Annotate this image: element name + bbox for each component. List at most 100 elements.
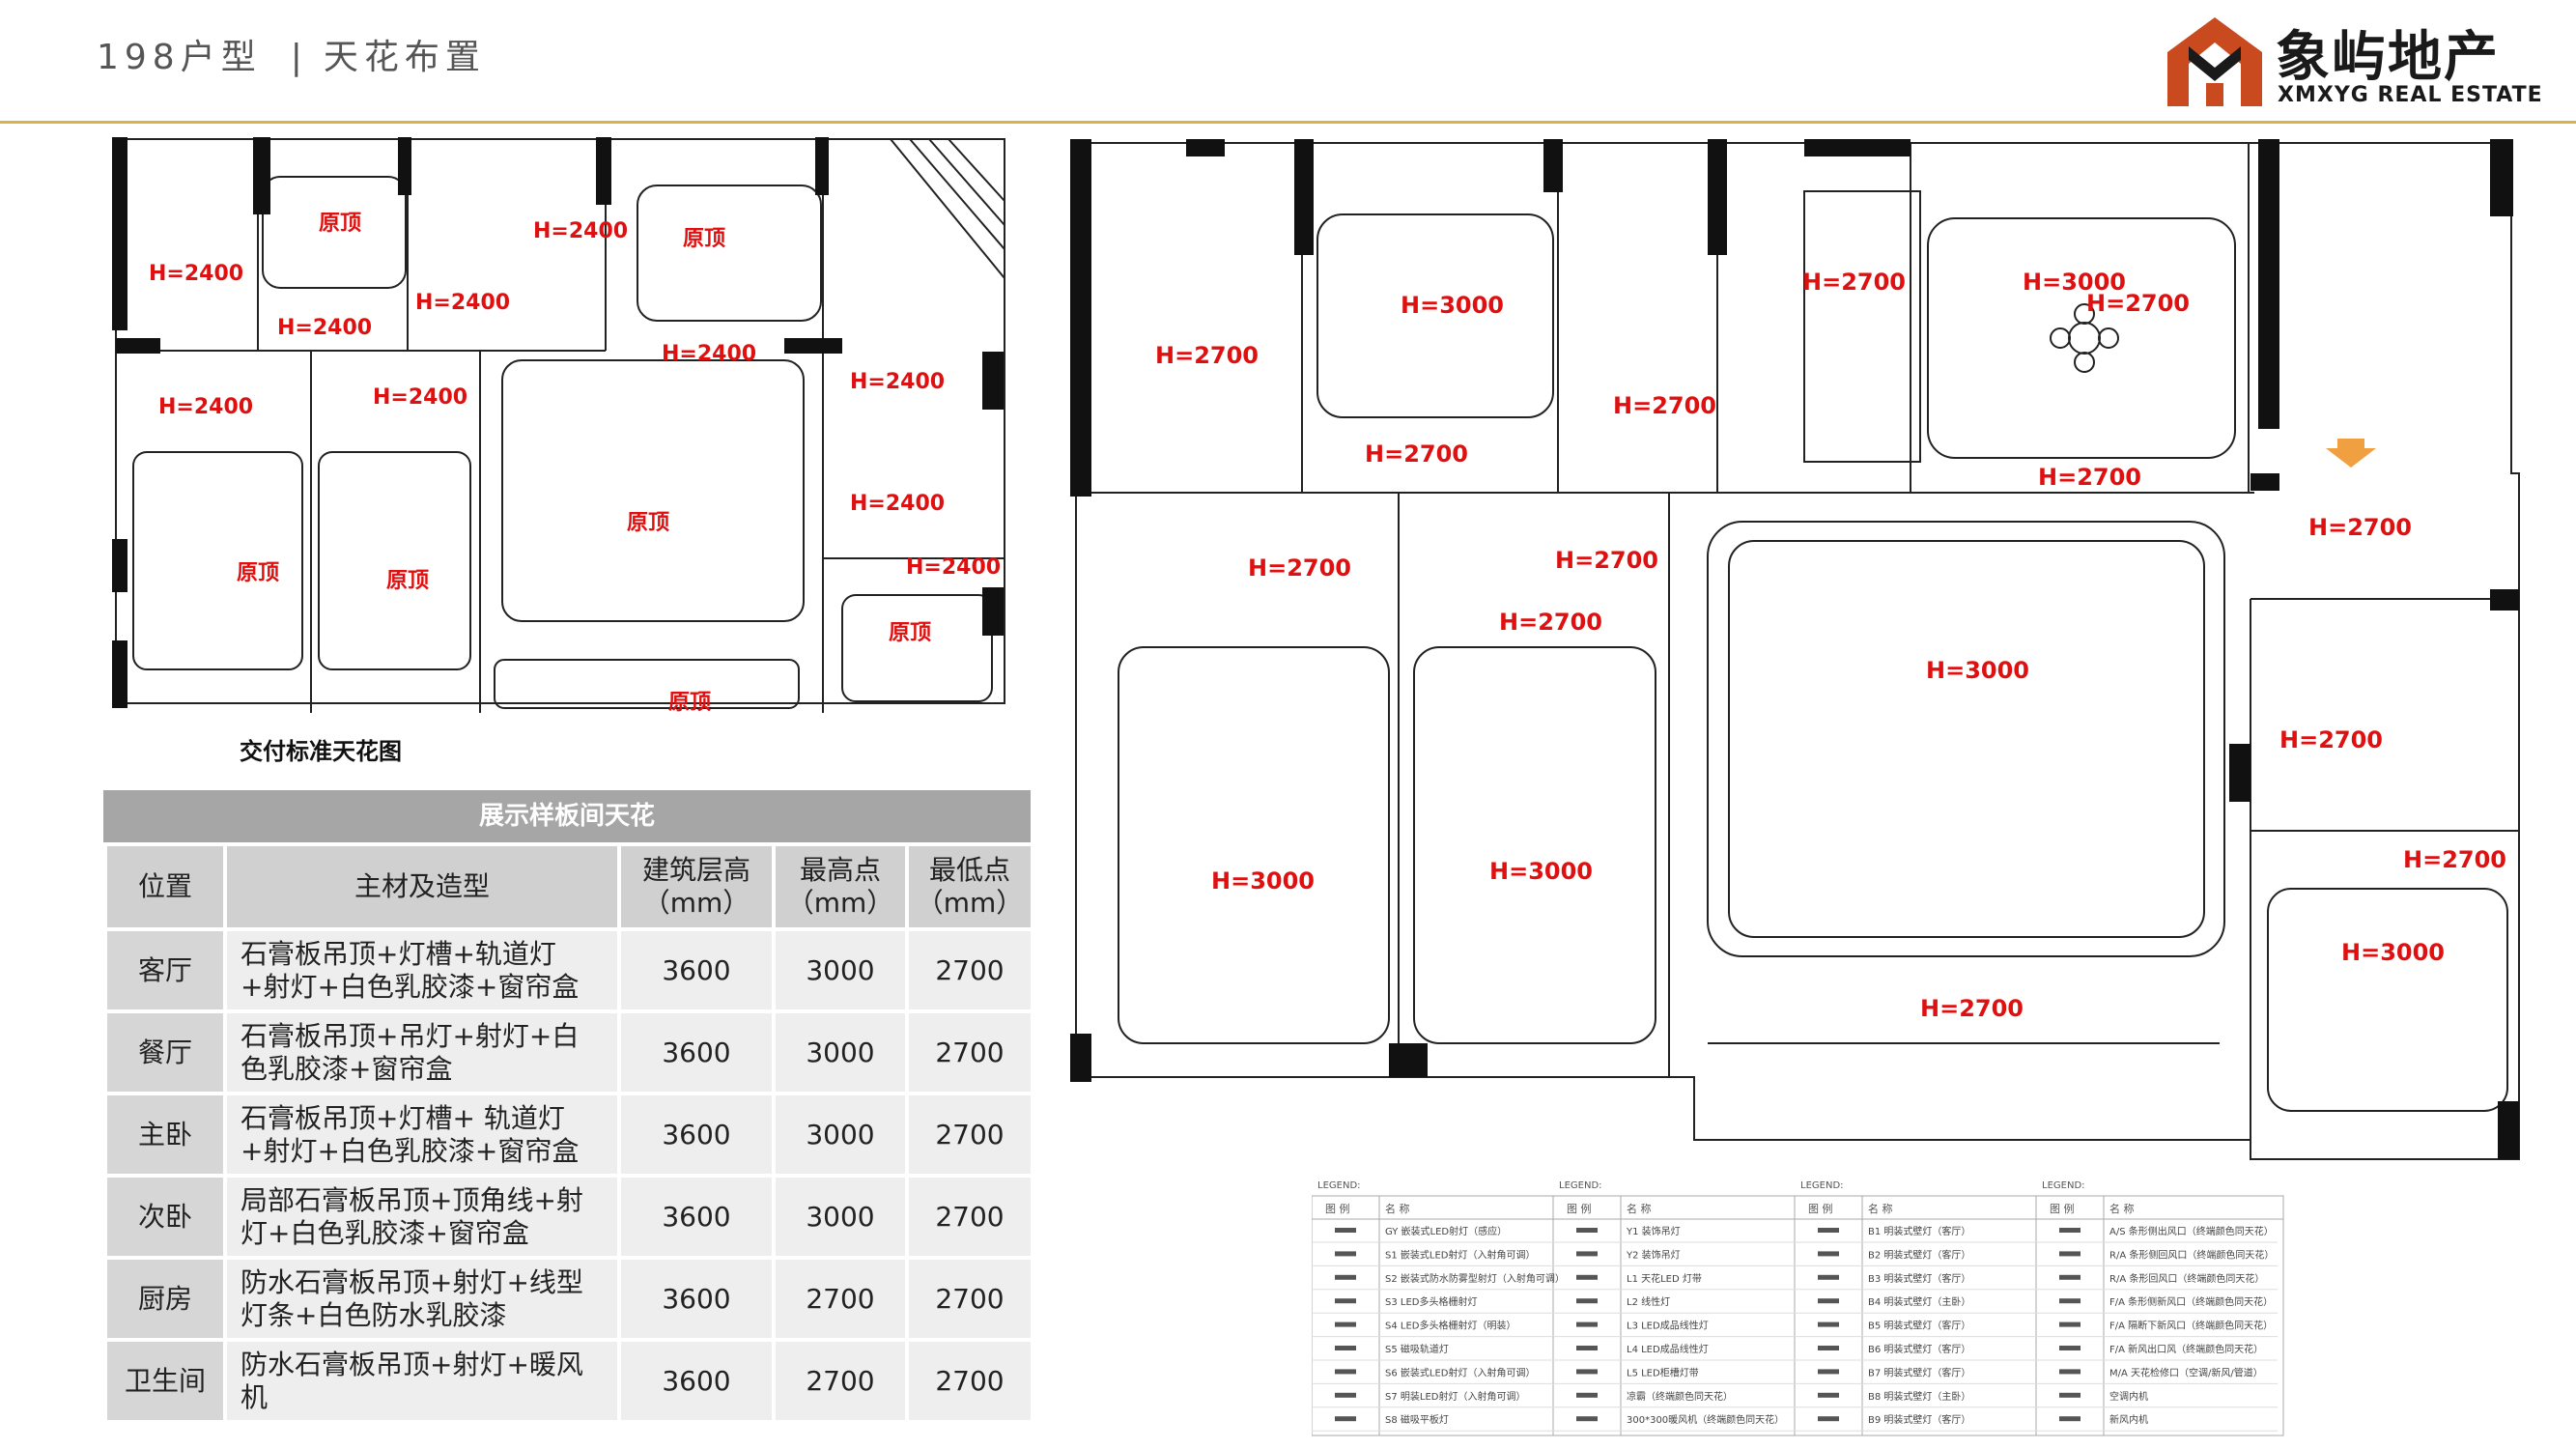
legend-symbol-icon <box>1576 1298 1598 1304</box>
logo-mark-icon <box>2167 17 2262 106</box>
legend-item: L2 线性灯 <box>1627 1295 1670 1308</box>
col-header-lowest: 最低点（mm） <box>905 842 1034 931</box>
row-highest: 3000 <box>772 1092 909 1178</box>
show-label-12: H=3000 <box>1926 657 2029 684</box>
title-separator: | <box>290 38 308 77</box>
legend-symbol-icon <box>2059 1228 2081 1233</box>
legend-header-symbol: 图 例 <box>1325 1202 1350 1215</box>
table-row: 客厅 石膏板吊顶+灯槽+轨道灯+射灯+白色乳胶漆+窗帘盒 3600 3000 2… <box>103 927 1034 1013</box>
show-label-14: H=3000 <box>1211 867 1315 895</box>
show-label-11: H=2700 <box>1499 609 1602 636</box>
row-floor-height: 3600 <box>617 1174 776 1260</box>
std-label-7: H=2400 <box>662 342 756 366</box>
std-label-2: 原顶 <box>319 212 361 236</box>
legend-item: GY 嵌装式LED射灯（感应） <box>1385 1225 1507 1237</box>
row-highest: 3000 <box>772 927 909 1013</box>
legend-symbol-icon <box>1335 1369 1356 1375</box>
legend-symbol-icon <box>1576 1228 1598 1233</box>
table-row: 餐厅 石膏板吊顶+吊灯+射灯+白色乳胶漆+窗帘盒 3600 3000 2700 <box>103 1009 1034 1095</box>
show-label-1: H=2700 <box>1155 342 1259 369</box>
legend-item: B8 明装式壁灯（主卧） <box>1868 1390 1970 1403</box>
legend-symbol-icon <box>1576 1346 1598 1350</box>
legend-symbol-icon <box>1335 1251 1356 1257</box>
legend-header-name: 名 称 <box>1385 1202 1410 1215</box>
logo-name-en: XMXYG REAL ESTATE <box>2278 83 2543 107</box>
legend-item: R/A 条形回风口（终端颜色同天花） <box>2109 1272 2264 1285</box>
legend-item: Y1 装饰吊灯 <box>1626 1225 1681 1237</box>
legend-item: Y2 装饰吊灯 <box>1626 1248 1681 1261</box>
legend-symbol-icon <box>2059 1321 2081 1327</box>
legend-item: B3 明装式壁灯（客厅） <box>1868 1272 1970 1285</box>
row-location: 次卧 <box>103 1174 227 1260</box>
row-highest: 3000 <box>772 1174 909 1260</box>
legend-item: S5 磁吸轨道灯 <box>1385 1343 1449 1355</box>
legend-item: B9 明装式壁灯（客厅） <box>1868 1413 1970 1426</box>
legend-title-3: LEGEND: <box>1800 1180 1844 1191</box>
legend-item: 空调内机 <box>2109 1390 2148 1403</box>
show-label-13: H=2700 <box>2279 726 2383 753</box>
std-label-12: 原顶 <box>386 569 429 593</box>
legend-symbol-icon <box>1335 1392 1356 1398</box>
row-lowest: 2700 <box>905 927 1034 1013</box>
legend-item: F/A 条形侧新风口（终端颜色同天花） <box>2109 1295 2273 1308</box>
row-material: 石膏板吊顶+灯槽+ 轨道灯+射灯+白色乳胶漆+窗帘盒 <box>223 1092 621 1178</box>
legend-header-name: 名 称 <box>1868 1202 1893 1215</box>
legend-symbol-icon <box>1335 1298 1356 1304</box>
col-header-floor-height: 建筑层高（mm） <box>617 842 776 931</box>
legend-symbol-icon <box>1335 1228 1356 1233</box>
legend-symbol-icon <box>1576 1416 1598 1422</box>
legend-header-symbol: 图 例 <box>1567 1202 1592 1215</box>
legend-header-symbol: 图 例 <box>1808 1202 1833 1215</box>
std-label-10: H=2400 <box>850 370 945 394</box>
legend-symbol-icon <box>1335 1321 1356 1327</box>
row-material: 局部石膏板吊顶+顶角线+射灯+白色乳胶漆+窗帘盒 <box>223 1174 621 1260</box>
std-label-14: H=2400 <box>850 492 945 516</box>
legend-title-2: LEGEND: <box>1559 1180 1602 1191</box>
entrance-arrow-icon <box>2326 439 2376 468</box>
std-label-15: H=2400 <box>906 555 1001 580</box>
legend-symbol-icon <box>1576 1392 1598 1398</box>
showflat-ceiling-drawing: H=2700 H=3000 H=2700 H=3000 H=2700 H=270… <box>1070 139 2520 1160</box>
legend-symbol-icon <box>1335 1274 1356 1280</box>
show-label-19: H=2700 <box>2086 290 2190 317</box>
legend-symbol-icon <box>1818 1251 1839 1257</box>
standard-ceiling-drawing: H=2400 原顶 H=2400 H=2400 H=2400 原顶 H=2400… <box>112 137 1005 713</box>
legend-symbol-icon <box>1818 1392 1839 1398</box>
std-label-1: H=2400 <box>149 262 243 286</box>
row-floor-height: 3600 <box>617 1338 776 1424</box>
legend-symbol-icon <box>1818 1228 1839 1233</box>
logo-name-cn: 象屿地产 <box>2276 26 2500 89</box>
legend-item: S3 LED多头格栅射灯 <box>1385 1295 1477 1308</box>
row-highest: 2700 <box>772 1338 909 1424</box>
legend-item: F/A 新风出口风（终端颜色同天花） <box>2109 1343 2263 1355</box>
legend-item: L1 天花LED 灯带 <box>1627 1272 1702 1285</box>
legend-item: 凉霸（终端颜色同天花） <box>1627 1390 1733 1403</box>
row-material: 石膏板吊顶+吊灯+射灯+白色乳胶漆+窗帘盒 <box>223 1009 621 1095</box>
row-floor-height: 3600 <box>617 1256 776 1342</box>
legend-item: 300*300暖风机（终端颜色同天花） <box>1627 1413 1784 1426</box>
legend-header-name: 名 称 <box>1627 1202 1652 1215</box>
legend-symbol-icon <box>1576 1369 1598 1375</box>
show-label-6: H=2700 <box>1365 440 1468 468</box>
legend-symbol-icon <box>1818 1369 1839 1375</box>
legend-item: S2 嵌装式防水防雾型射灯（入射角可调） <box>1385 1272 1565 1285</box>
col-header-highest: 最高点（mm） <box>772 842 909 931</box>
std-label-8: H=2400 <box>158 395 253 419</box>
legend-title-1: LEGEND: <box>1317 1180 1361 1191</box>
show-label-3: H=2700 <box>1802 269 1906 296</box>
legend-item: M/A 天花检修口（空调/新风/管道） <box>2109 1366 2263 1378</box>
spec-table-heading: 展示样板间天花 <box>103 790 1031 842</box>
legend-item: A/S 条形侧出风口（终端颜色同天花） <box>2109 1225 2274 1237</box>
legend-symbol-icon <box>1576 1251 1598 1257</box>
header-divider <box>0 121 2576 124</box>
row-highest: 3000 <box>772 1009 909 1095</box>
title-left: 198户型 <box>97 38 262 77</box>
legend-symbol-icon <box>1818 1346 1839 1350</box>
row-location: 厨房 <box>103 1256 227 1342</box>
std-label-3: H=2400 <box>277 316 372 340</box>
legend-symbol-icon <box>2059 1251 2081 1257</box>
col-header-material: 主材及造型 <box>223 842 621 931</box>
legend-symbol-icon <box>2059 1298 2081 1304</box>
row-material: 防水石膏板吊顶+射灯+线型灯条+白色防水乳胶漆 <box>223 1256 621 1342</box>
col-header-location: 位置 <box>103 842 227 931</box>
